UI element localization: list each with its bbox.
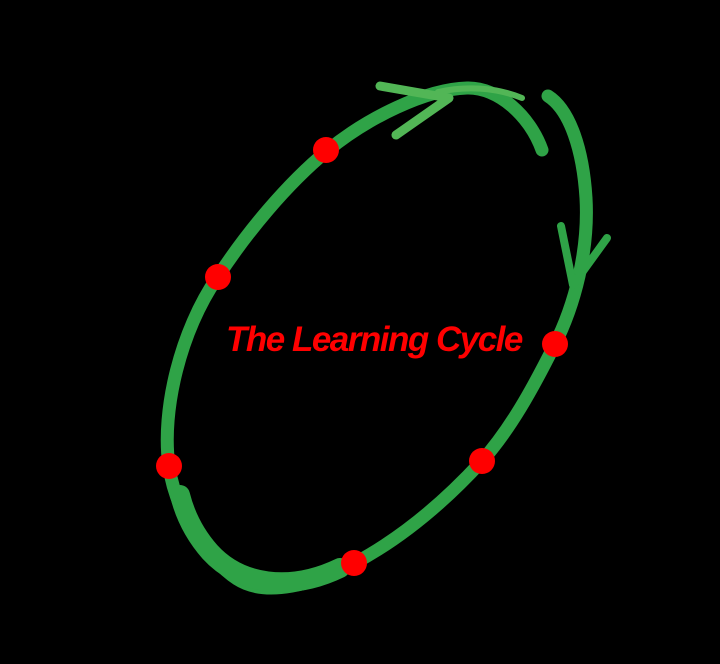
- cycle-node-dot-6: [542, 331, 568, 357]
- cycle-node-dot-1: [313, 137, 339, 163]
- cycle-title: The Learning Cycle: [226, 320, 523, 359]
- right-arrowhead-icon: [557, 222, 611, 289]
- cycle-node-dot-3: [156, 453, 182, 479]
- cycle-loop-thick-segment: [170, 485, 350, 593]
- cycle-node-dot-2: [205, 264, 231, 290]
- cycle-loop-top-accent: [435, 85, 525, 101]
- top-arrowhead-icon: [375, 81, 454, 140]
- cycle-node-dot-5: [469, 448, 495, 474]
- cycle-node-dot-4: [341, 550, 367, 576]
